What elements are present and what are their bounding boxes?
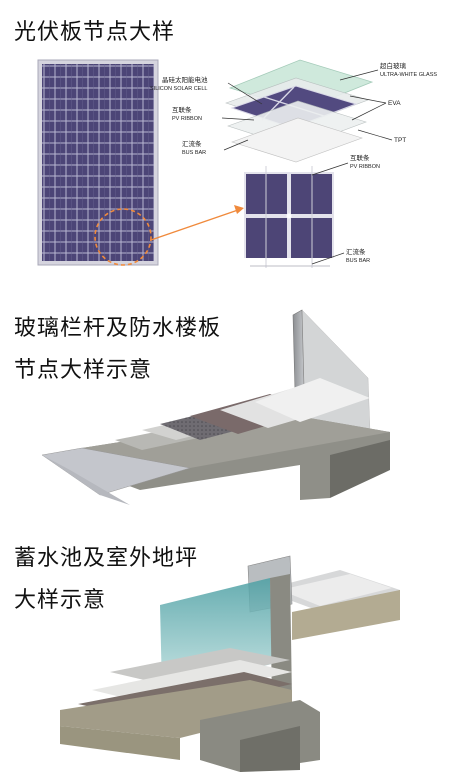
label-bus-bar-top: 汇流条 BUS BAR — [182, 141, 207, 156]
section3-title-line2: 大样示意 — [14, 588, 107, 613]
zoom-highlight-circle — [94, 208, 152, 266]
label-silicon-solar-cell: 晶硅太阳能电池 SILICON SOLAR CELL — [150, 77, 208, 92]
section1-title: 光伏板节点大样 — [14, 20, 176, 45]
label-pv-ribbon-bottom: 互联条 PV RIBBON — [350, 155, 380, 170]
balcony-slab-diagram — [41, 309, 390, 505]
section2-title-line2: 节点大样示意 — [14, 358, 153, 383]
water-pool-diagram — [60, 555, 400, 772]
label-ultra-white-glass: 超白玻璃 ULTRA-WHITE GLASS — [380, 63, 438, 78]
leader-lines — [221, 69, 393, 265]
zoom-arrow — [150, 209, 239, 241]
section2-title-line1: 玻璃栏杆及防水楼板 — [14, 316, 222, 341]
exploded-layers — [225, 59, 374, 163]
label-pv-ribbon-top: 互联条 PV RIBBON — [172, 107, 202, 122]
zoomed-cells — [244, 166, 334, 268]
section3-title-line1: 蓄水池及室外地坪 — [14, 546, 199, 571]
label-bus-bar-bottom: 汇流条 BUS BAR — [346, 249, 371, 264]
label-eva: EVA — [388, 100, 401, 107]
label-tpt: TPT — [394, 137, 407, 144]
zoom-arrow-head — [234, 205, 244, 214]
solar-panel — [37, 59, 159, 266]
